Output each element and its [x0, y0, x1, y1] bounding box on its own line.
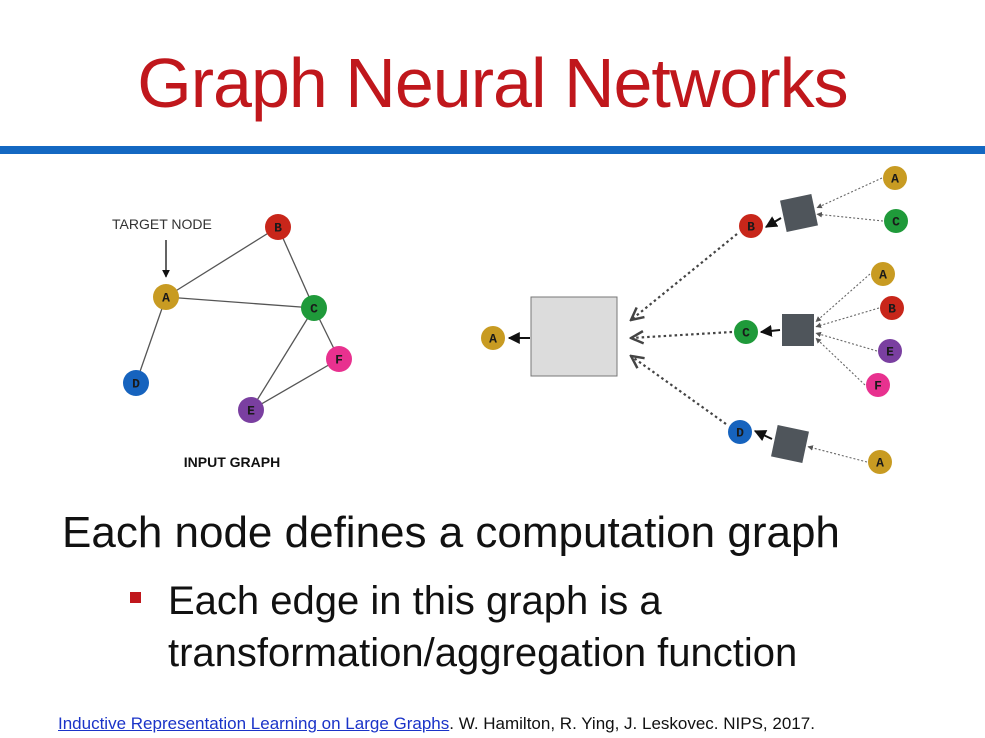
- aggregator-box-d-rect: [771, 425, 809, 463]
- level1-node-d-circle: [728, 420, 752, 444]
- input-node-f: F: [326, 346, 352, 372]
- agg-arrow-d: [753, 430, 773, 442]
- level1-node-d: D: [728, 420, 752, 444]
- root-aggregator-box: [530, 296, 618, 377]
- neighbor-node-d-a-label: A: [876, 456, 884, 471]
- neighbor-node-b-c: C: [884, 209, 908, 233]
- input-node-d-label: D: [132, 377, 140, 392]
- target-node-label: TARGET NODE: [112, 216, 212, 232]
- neighbor-node-b-a-label: A: [891, 172, 899, 187]
- neighbor-node-c-a-circle: [871, 262, 895, 286]
- input-edge-B-C: [277, 226, 315, 309]
- neighbor-node-c-f: F: [866, 373, 890, 397]
- input-node-d: D: [123, 370, 149, 396]
- neighbor-node-c-b-label: B: [888, 302, 896, 317]
- input-node-a-circle: [153, 284, 179, 310]
- input-node-c-circle: [301, 295, 327, 321]
- neighbor-node-c-e-circle: [878, 339, 902, 363]
- root-node-a-circle: [481, 326, 505, 350]
- neighbor-node-b-c-label: C: [892, 215, 900, 230]
- main-statement: Each node defines a computation graph: [62, 508, 840, 557]
- neighbor-edge-d-a: [807, 445, 868, 463]
- aggregator-box-b-rect: [780, 194, 818, 232]
- neighbor-node-c-b-circle: [880, 296, 904, 320]
- neighbor-edge-c-a: [815, 273, 871, 323]
- neighbor-edge-c-f: [815, 337, 866, 386]
- neighbor-node-c-f-label: F: [874, 379, 882, 394]
- aggregator-box-b: [780, 194, 818, 232]
- input-node-b-label: B: [274, 221, 282, 236]
- neighbor-edge-c-b: [815, 307, 880, 328]
- bullet-square-icon: [130, 592, 141, 603]
- input-node-f-circle: [326, 346, 352, 372]
- input-node-e-label: E: [247, 404, 255, 419]
- input-edge-A-C: [165, 296, 315, 309]
- aggregator-box-c: [782, 314, 814, 346]
- neighbor-edge-c-e: [815, 331, 878, 352]
- neighbor-node-c-e: E: [878, 339, 902, 363]
- input-node-d-circle: [123, 370, 149, 396]
- root-node-a: A: [481, 326, 505, 350]
- computation-graph: A B A C C A B E F D A: [481, 166, 908, 474]
- input-node-f-label: F: [335, 353, 343, 368]
- neighbor-node-c-a-label: A: [879, 268, 887, 283]
- level1-node-c-circle: [734, 320, 758, 344]
- input-node-a-label: A: [162, 291, 170, 306]
- input-node-c: C: [301, 295, 327, 321]
- link-c-to-root: [631, 332, 733, 338]
- input-edge-C-E: [250, 307, 315, 411]
- link-b-to-root: [631, 233, 738, 320]
- bullet-text: Each edge in this graph is a transformat…: [168, 579, 798, 675]
- level1-node-c: C: [734, 320, 758, 344]
- neighbor-edge-b-c: [816, 211, 884, 222]
- input-edge-A-B: [165, 226, 279, 298]
- neighbor-node-c-e-label: E: [886, 345, 894, 360]
- neighbor-node-b-a-circle: [883, 166, 907, 190]
- input-node-e: E: [238, 397, 264, 423]
- neighbor-node-c-a: A: [871, 262, 895, 286]
- level1-node-d-label: D: [736, 426, 744, 441]
- level1-node-b-circle: [739, 214, 763, 238]
- input-edge-A-D: [135, 296, 167, 384]
- title-divider: [0, 146, 985, 154]
- neighbor-node-c-b: B: [880, 296, 904, 320]
- neighbor-node-d-a-circle: [868, 450, 892, 474]
- paper-link[interactable]: Inductive Representation Learning on Lar…: [58, 714, 450, 733]
- agg-arrow-c: [759, 324, 781, 337]
- input-edge-E-F: [250, 358, 340, 411]
- level1-node-b: B: [739, 214, 763, 238]
- agg-arrow-b: [764, 216, 782, 228]
- input-node-a: A: [153, 284, 179, 310]
- level1-node-b-label: B: [747, 220, 755, 235]
- input-node-c-label: C: [310, 302, 318, 317]
- neighbor-node-c-f-circle: [866, 373, 890, 397]
- neighbor-node-b-c-circle: [884, 209, 908, 233]
- root-node-a-label: A: [489, 332, 497, 347]
- link-d-to-root: [631, 356, 727, 425]
- neighbor-edge-b-a: [816, 177, 883, 209]
- input-graph-caption: INPUT GRAPH: [184, 454, 280, 470]
- input-graph: A B C D E F TARGET NODE INPUT GRAPH: [112, 214, 352, 470]
- citation: Inductive Representation Learning on Lar…: [58, 714, 815, 734]
- input-node-e-circle: [238, 397, 264, 423]
- input-node-b: B: [265, 214, 291, 240]
- neighbor-node-b-a: A: [883, 166, 907, 190]
- level1-node-c-label: C: [742, 326, 750, 341]
- aggregator-box-d: [771, 425, 809, 463]
- slide-title: Graph Neural Networks: [137, 44, 848, 122]
- aggregator-box-c-rect: [782, 314, 814, 346]
- neighbor-node-d-a: A: [868, 450, 892, 474]
- gnn-diagram: A B C D E F TARGET NODE INPUT GRAPH A B A C C A B E F D A: [112, 166, 908, 474]
- citation-authors: . W. Hamilton, R. Ying, J. Leskovec. NIP…: [449, 714, 815, 733]
- input-node-b-circle: [265, 214, 291, 240]
